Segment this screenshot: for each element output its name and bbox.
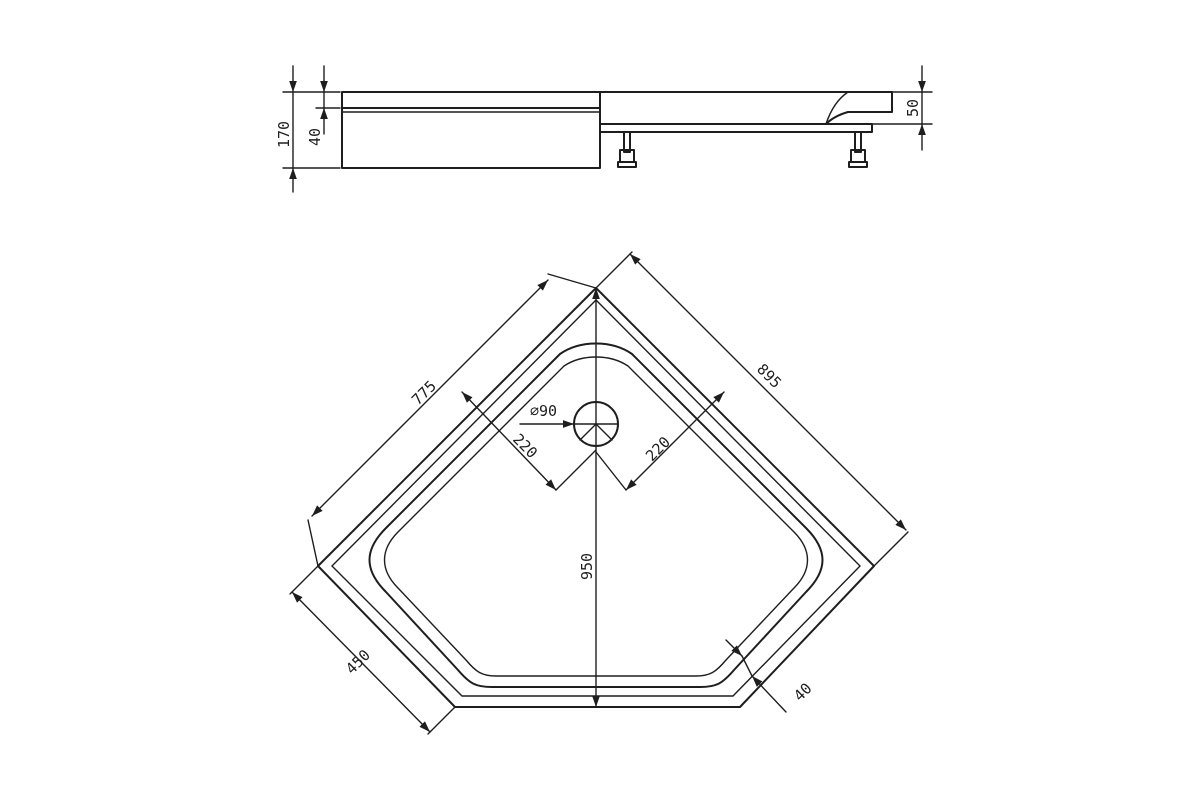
dim-side-left-label: 775 xyxy=(408,377,440,409)
dim-side-left: 775 xyxy=(307,273,597,567)
dim-base-height-label: 40 xyxy=(306,128,324,146)
dim-side-right-label: 895 xyxy=(753,360,785,392)
side-foot-left xyxy=(617,131,637,168)
dim-side-right: 895 xyxy=(595,251,909,567)
side-foot-right xyxy=(848,131,868,168)
dim-drain-offset-left: 220 xyxy=(461,391,597,491)
dim-rim-width-label: 40 xyxy=(790,679,816,705)
dim-drain-offset-right-label: 220 xyxy=(642,433,674,465)
dim-rim-height-label: 50 xyxy=(904,99,922,117)
dim-front-left: 450 xyxy=(289,565,456,735)
dim-diagonal: 950 xyxy=(578,287,600,708)
side-left-panel xyxy=(341,91,601,169)
dim-front-left-label: 450 xyxy=(342,646,374,678)
dim-drain-diameter: ∅90 xyxy=(519,402,575,428)
side-base-frame xyxy=(599,123,873,133)
dim-diagonal-label: 950 xyxy=(578,553,596,580)
top-view: 950 ∅90 775 895 450 xyxy=(289,251,909,735)
dim-total-height: 170 xyxy=(275,65,341,193)
dim-drain-offset-right: 220 xyxy=(595,391,725,491)
side-tray-body xyxy=(599,91,893,125)
dim-drain-diameter-label: ∅90 xyxy=(530,402,557,420)
dim-total-height-label: 170 xyxy=(275,121,293,148)
dim-rim-height: 50 xyxy=(869,65,933,151)
side-tray-curve xyxy=(825,91,849,125)
tray-basin-inner-edge xyxy=(383,356,809,677)
dim-drain-offset-left-label: 220 xyxy=(509,430,541,462)
dim-base-height: 40 xyxy=(306,65,341,146)
side-view: 170 40 50 xyxy=(275,65,933,193)
